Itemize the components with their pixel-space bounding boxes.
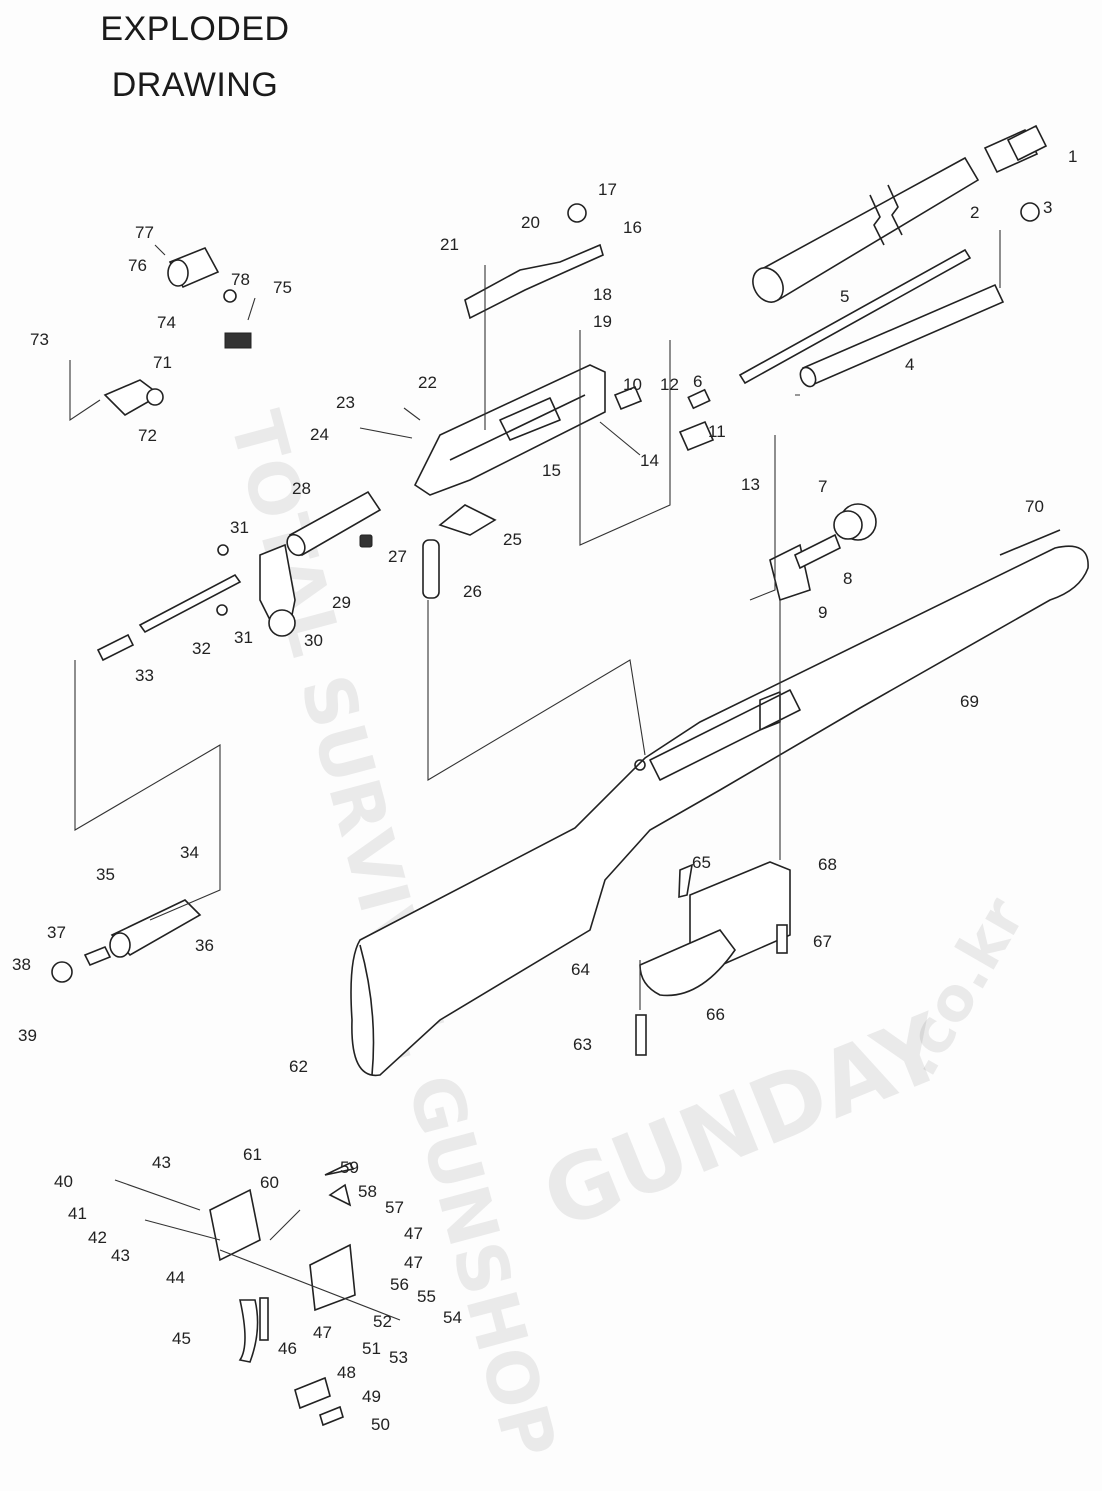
callout-3: 3 <box>1043 198 1052 217</box>
callout-27: 27 <box>388 547 407 566</box>
callout-65: 65 <box>692 853 711 872</box>
barrel-assembly <box>687 124 1048 410</box>
callout-62: 62 <box>289 1057 308 1076</box>
callout-41: 41 <box>68 1204 87 1223</box>
callout-56: 56 <box>390 1275 409 1294</box>
callout-28: 28 <box>292 479 311 498</box>
callout-59: 59 <box>340 1158 359 1177</box>
callout-14: 14 <box>640 451 659 470</box>
callout-15: 15 <box>542 461 561 480</box>
callout-31: 31 <box>230 518 249 537</box>
callout-78: 78 <box>231 270 250 289</box>
callout-17: 17 <box>598 180 617 199</box>
callout-29: 29 <box>332 593 351 612</box>
callout-45: 45 <box>172 1329 191 1348</box>
watermark: TOTAL SURVIVAL GUNSHOP GUNDAY .co.kr <box>214 403 1040 1467</box>
callout-34: 34 <box>180 843 199 862</box>
callout-4: 4 <box>905 355 914 374</box>
bolt-assembly <box>96 490 382 662</box>
callout-8: 8 <box>843 569 852 588</box>
callout-64: 64 <box>571 960 590 979</box>
callout-5: 5 <box>840 287 849 306</box>
callout-42: 42 <box>88 1228 107 1247</box>
callout-58: 58 <box>358 1182 377 1201</box>
callout-50: 50 <box>371 1415 390 1434</box>
callout-35: 35 <box>96 865 115 884</box>
callout-74: 74 <box>157 313 176 332</box>
trigger-group <box>114 1161 401 1427</box>
callout-63: 63 <box>573 1035 592 1054</box>
callout-23: 23 <box>336 393 355 412</box>
receiver <box>359 203 715 599</box>
callout-71: 71 <box>153 353 172 372</box>
callout-75: 75 <box>273 278 292 297</box>
callout-7: 7 <box>818 477 827 496</box>
callout-11: 11 <box>708 422 726 441</box>
callout-18: 18 <box>593 285 612 304</box>
callout-10: 10 <box>623 375 642 394</box>
callout-6: 6 <box>693 372 702 391</box>
callout-54: 54 <box>443 1308 462 1327</box>
callout-47: 47 <box>313 1323 332 1342</box>
callout-36: 36 <box>195 936 214 955</box>
callout-53: 53 <box>389 1348 408 1367</box>
callout-73: 73 <box>30 330 49 349</box>
trigger-guard <box>635 861 791 1056</box>
callout-32: 32 <box>192 639 211 658</box>
callout-31: 31 <box>234 628 253 647</box>
callout-60: 60 <box>260 1173 279 1192</box>
callout-61: 61 <box>243 1145 262 1164</box>
callout-68: 68 <box>818 855 837 874</box>
callout-76: 76 <box>128 256 147 275</box>
callout-55: 55 <box>417 1287 436 1306</box>
callout-16: 16 <box>623 218 642 237</box>
callout-57: 57 <box>385 1198 404 1217</box>
callout-70: 70 <box>1025 497 1044 516</box>
callout-1: 1 <box>1068 147 1077 166</box>
front-sight-parts <box>769 503 877 602</box>
watermark-domain: .co.kr <box>882 886 1039 1088</box>
callout-21: 21 <box>440 235 459 254</box>
callout-30: 30 <box>304 631 323 650</box>
callout-52: 52 <box>373 1312 392 1331</box>
callout-66: 66 <box>706 1005 725 1024</box>
callout-69: 69 <box>960 692 979 711</box>
callout-33: 33 <box>135 666 154 685</box>
callout-26: 26 <box>463 582 482 601</box>
callout-24: 24 <box>310 425 329 444</box>
callout-39: 39 <box>18 1026 37 1045</box>
callout-40: 40 <box>54 1172 73 1191</box>
callout-47: 47 <box>404 1224 423 1243</box>
callout-12: 12 <box>660 375 679 394</box>
callout-49: 49 <box>362 1387 381 1406</box>
callout-37: 37 <box>47 923 66 942</box>
callout-43: 43 <box>111 1246 130 1265</box>
assembly-lines <box>74 265 781 1010</box>
callout-2: 2 <box>970 203 979 222</box>
rear-sight-and-scope-parts <box>69 244 256 422</box>
cocking-parts <box>51 899 202 983</box>
title-line-1: EXPLODED <box>100 10 290 48</box>
callout-67: 67 <box>813 932 832 951</box>
callout-77: 77 <box>135 223 154 242</box>
callout-48: 48 <box>337 1363 356 1382</box>
callout-20: 20 <box>521 213 540 232</box>
callout-51: 51 <box>362 1339 381 1358</box>
callout-19: 19 <box>593 312 612 331</box>
callout-47: 47 <box>404 1253 423 1272</box>
callout-13: 13 <box>741 475 760 494</box>
callout-22: 22 <box>418 373 437 392</box>
callout-46: 46 <box>278 1339 297 1358</box>
callout-9: 9 <box>818 603 827 622</box>
title-line-2: DRAWING <box>111 66 279 104</box>
callout-44: 44 <box>166 1268 185 1287</box>
callout-25: 25 <box>503 530 522 549</box>
callout-72: 72 <box>138 426 157 445</box>
callout-43: 43 <box>152 1153 171 1172</box>
callout-38: 38 <box>12 955 31 974</box>
